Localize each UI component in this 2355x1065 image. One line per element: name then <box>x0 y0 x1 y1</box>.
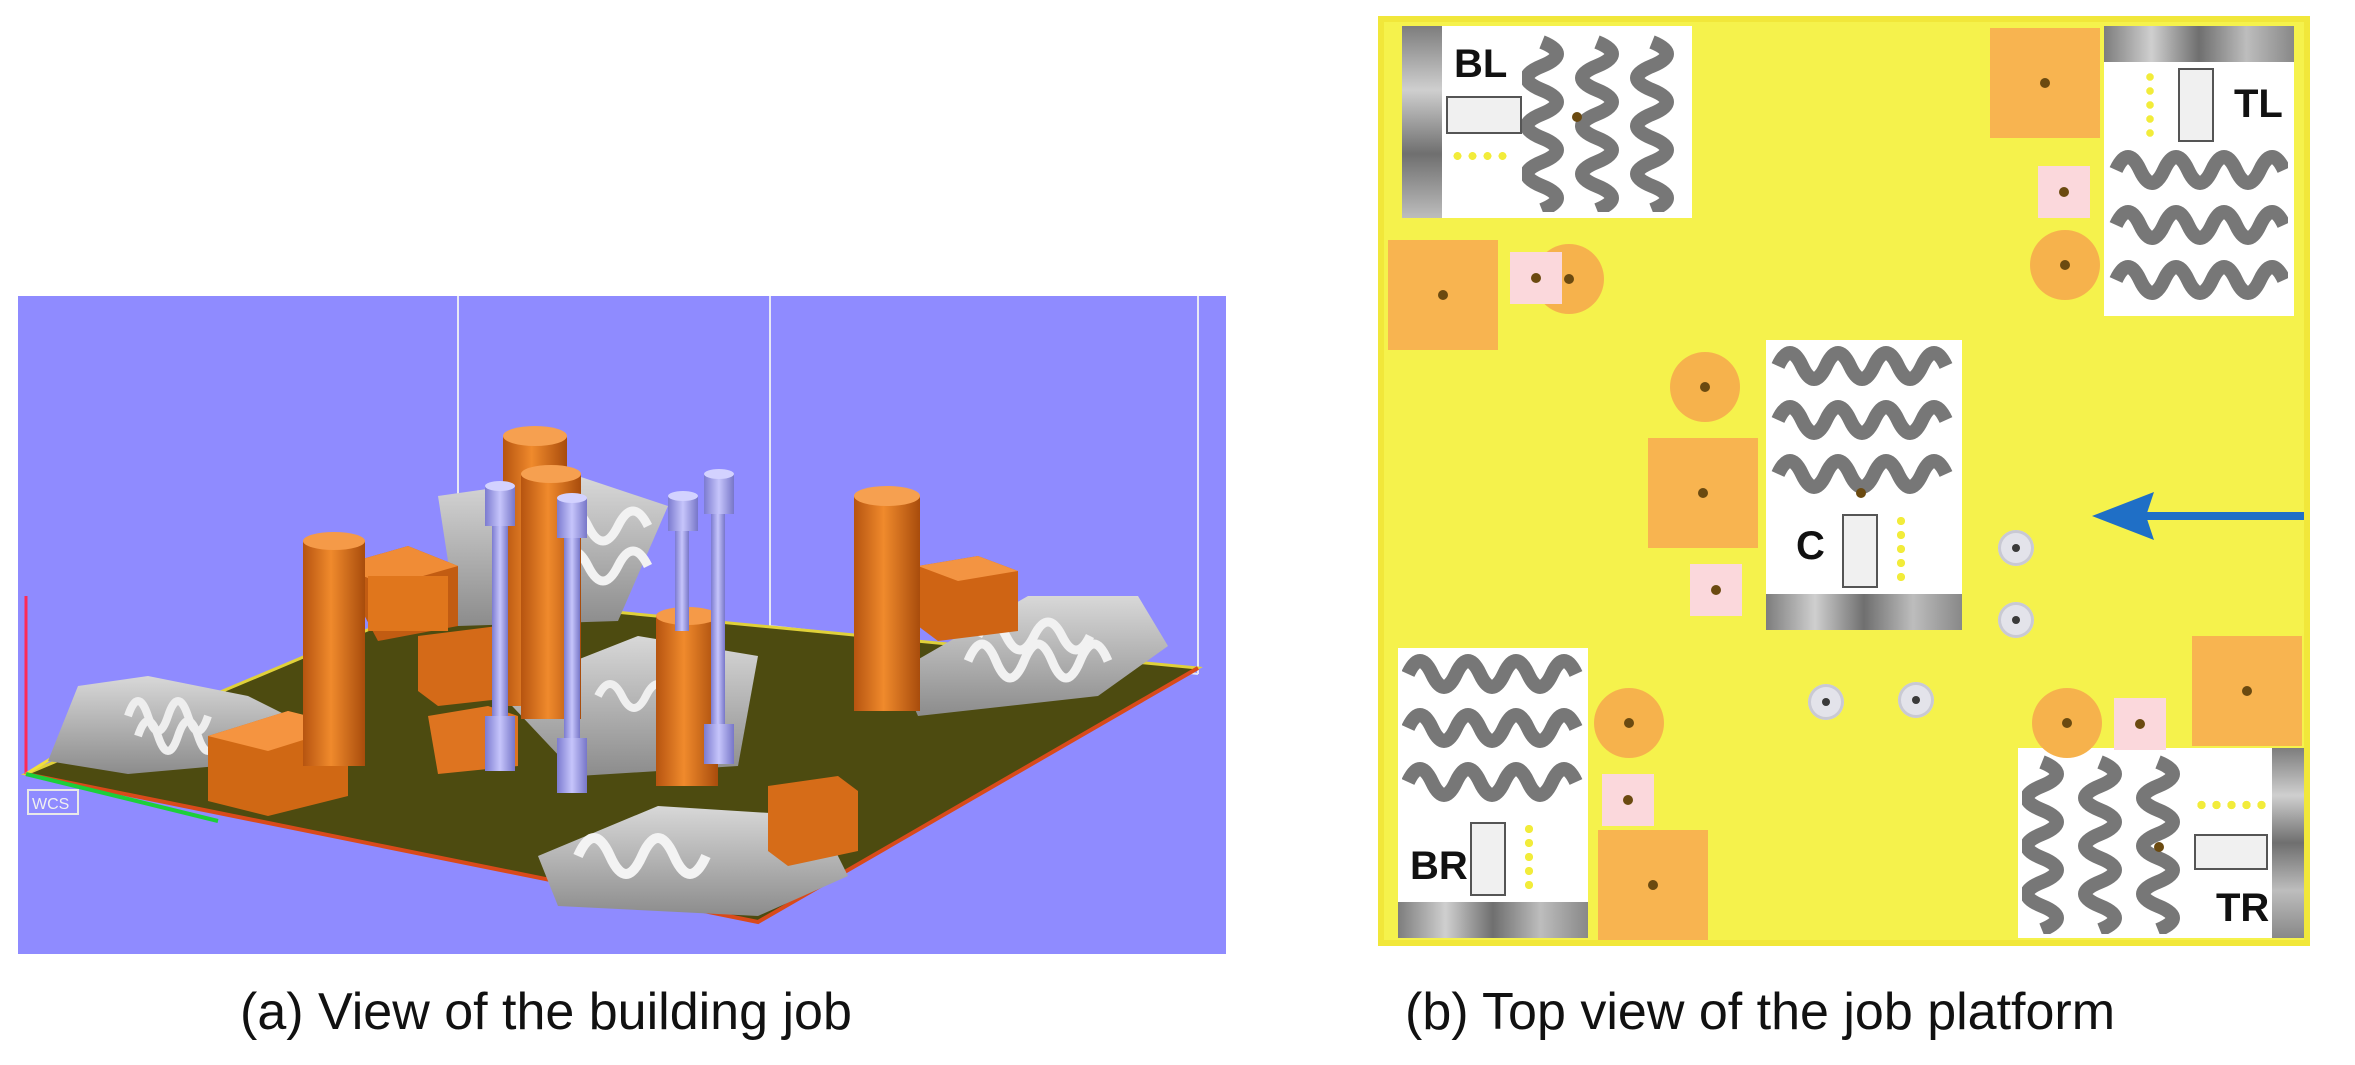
label-bl: BL <box>1454 42 1508 86</box>
orange-cylinder-right <box>854 486 920 711</box>
orange-disc <box>2032 688 2102 758</box>
helix-graphic <box>1402 654 1583 802</box>
orange-box-right <box>918 556 1018 641</box>
orange-cylinder-left-back <box>303 532 365 766</box>
orange-square <box>1598 830 1708 940</box>
pink-square <box>1510 252 1562 304</box>
label-tr: TR <box>2216 886 2270 930</box>
tile-tr: TR <box>2018 748 2304 938</box>
pink-square <box>1690 564 1742 616</box>
orange-disc <box>2030 230 2100 300</box>
orange-box-front-right <box>768 776 858 866</box>
tile-tl: TL <box>2104 26 2294 316</box>
orange-disc <box>1670 352 1740 422</box>
caption-panel-b: (b) Top view of the job platform <box>1405 983 2116 1041</box>
lilac-specimen-2 <box>557 493 587 793</box>
lilac-specimen-4 <box>704 469 734 764</box>
orange-square <box>1648 438 1758 548</box>
orange-square <box>1990 28 2100 138</box>
helix-graphic <box>2109 150 2288 300</box>
pink-square <box>1602 774 1654 826</box>
orange-square <box>1388 240 1498 350</box>
lilac-specimen-3 <box>668 491 698 631</box>
pink-square <box>2038 166 2090 218</box>
gray-ring <box>1998 530 2034 566</box>
orange-square <box>2192 636 2302 746</box>
orange-disc <box>1594 688 1664 758</box>
gray-ring <box>1898 682 1934 718</box>
tile-c: C <box>1766 340 1962 630</box>
pink-square <box>2114 698 2166 750</box>
helix-graphic <box>1522 35 1674 212</box>
orange-box-back-left <box>338 546 458 641</box>
job-platform-top-view: BL TL C <box>1378 16 2310 946</box>
lilac-specimen-1 <box>485 481 515 771</box>
3d-scene: WCS <box>20 296 1203 925</box>
gray-ring <box>1998 602 2034 638</box>
label-tl: TL <box>2234 82 2283 126</box>
building-job-3d-view: WCS <box>18 296 1226 954</box>
label-br: BR <box>1410 844 1468 888</box>
label-c: C <box>1796 524 1825 568</box>
direction-arrow <box>2092 492 2304 540</box>
helix-graphic <box>2022 755 2180 934</box>
helix-graphic <box>1771 346 1953 494</box>
gray-ring <box>1808 684 1844 720</box>
caption-panel-a: (a) View of the building job <box>240 983 852 1041</box>
tile-bl: BL <box>1402 26 1692 218</box>
wcs-label: WCS <box>32 796 69 813</box>
tile-br: BR <box>1398 648 1588 938</box>
